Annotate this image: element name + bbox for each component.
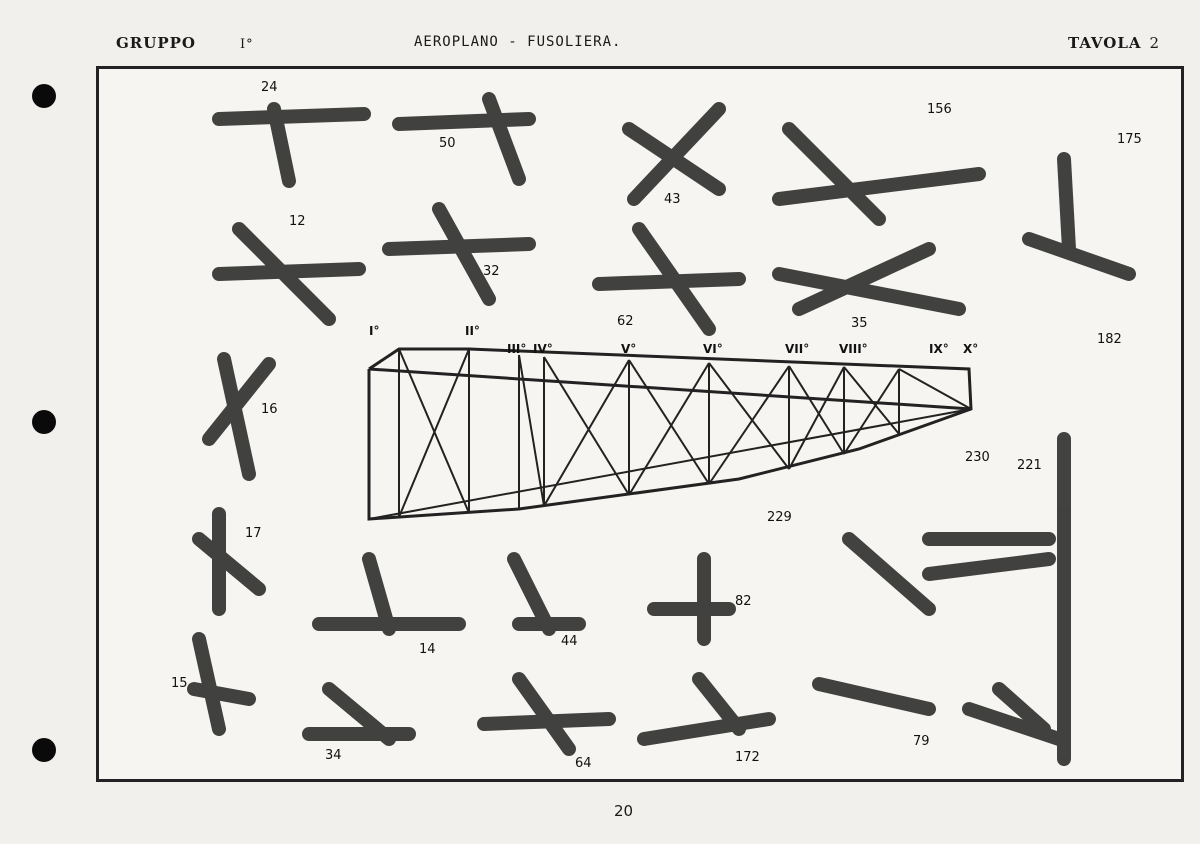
bay-labels: I° II° III° IV° V° VI° VII° VIII° IX° X°: [369, 324, 978, 356]
group-number: I°: [239, 37, 254, 52]
part-label: 175: [1117, 132, 1142, 147]
group-label: GRUPPO: [116, 34, 196, 52]
punch-hole: [32, 410, 56, 434]
bay-label: IX°: [929, 342, 949, 356]
bay-label: II°: [465, 324, 480, 338]
header-title: AEROPLANO - FUSOLIERA.: [414, 34, 622, 50]
punch-hole: [32, 738, 56, 762]
part-label: 64: [575, 756, 592, 771]
part-label: 229: [767, 510, 792, 525]
part-label: 172: [735, 750, 760, 765]
bay-label: VI°: [703, 342, 723, 356]
part-label: 14: [419, 642, 436, 657]
part-label: 156: [927, 102, 952, 117]
part-label: 17: [245, 526, 262, 541]
part-label: 44: [561, 634, 578, 649]
part-label: 15: [171, 676, 188, 691]
part-label: 34: [325, 748, 342, 763]
part-label: 79: [913, 734, 930, 749]
header-plate: TAVOLA 2: [1068, 34, 1160, 52]
bay-label: X°: [963, 342, 978, 356]
punch-hole: [32, 84, 56, 108]
plate-drawing: 24 50 43 156 175 12 32 62 35 182 16 17 1…: [171, 80, 1142, 771]
tube-parts-drawing: [187, 92, 1136, 766]
part-label: 62: [617, 314, 634, 329]
part-label: 35: [851, 316, 868, 331]
part-label: 12: [289, 214, 306, 229]
bay-label: I°: [369, 324, 379, 338]
bay-label: IV°: [533, 342, 553, 356]
part-label: 16: [261, 402, 278, 417]
bay-label: VIII°: [839, 342, 868, 356]
part-label: 221: [1017, 458, 1042, 473]
bay-label: III°: [507, 342, 526, 356]
header-group: GRUPPO I°: [116, 34, 254, 52]
plate-frame: 24 50 43 156 175 12 32 62 35 182 16 17 1…: [96, 66, 1184, 782]
plate-number: 2: [1149, 34, 1161, 52]
part-labels: 24 50 43 156 175 12 32 62 35 182 16 17 1…: [171, 80, 1142, 771]
part-label: 32: [483, 264, 500, 279]
plate-label: TAVOLA: [1068, 34, 1142, 52]
bay-label: VII°: [785, 342, 809, 356]
part-label: 230: [965, 450, 990, 465]
part-label: 43: [664, 192, 681, 207]
part-label: 82: [735, 594, 752, 609]
bay-label: V°: [621, 342, 636, 356]
page-number: 20: [614, 802, 634, 820]
part-label: 182: [1097, 332, 1122, 347]
fuselage-frame-drawing: [367, 347, 973, 521]
part-label: 50: [439, 136, 456, 151]
part-label: 24: [261, 80, 278, 95]
